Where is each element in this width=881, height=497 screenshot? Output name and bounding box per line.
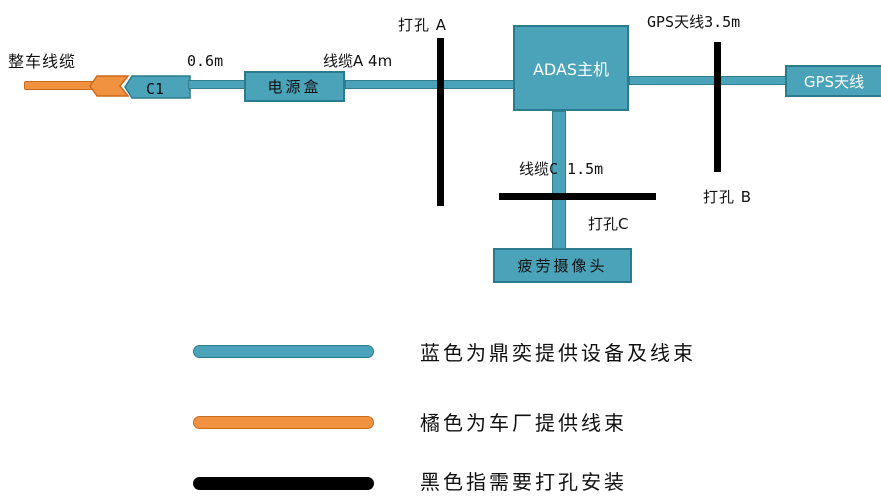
vehicle-harness-connector — [89, 75, 130, 97]
adas-host: ADAS主机 — [513, 25, 629, 111]
cable-a — [345, 80, 515, 89]
legend-swatch-blue — [193, 345, 374, 358]
power-box: 电源盒 — [244, 71, 345, 102]
cable-0-6m-label: 0.6m — [187, 52, 224, 70]
cable-c — [552, 111, 566, 249]
legend-text-black: 黑色指需要打孔安装 — [420, 470, 627, 494]
gps-antenna-cable-label: GPS天线3.5m — [647, 13, 741, 31]
drill-b-label: 打孔 B — [703, 188, 753, 206]
legend-text-orange: 橘色为车厂提供线束 — [420, 411, 627, 435]
drill-c-label: 打孔C — [588, 215, 629, 233]
power-box-label: 电源盒 — [267, 78, 322, 96]
c1-connector — [124, 75, 191, 99]
fatigue-camera: 疲劳摄像头 — [493, 248, 632, 283]
vehicle-harness-wire — [24, 81, 96, 90]
adas-host-label: ADAS主机 — [532, 60, 610, 79]
cable-c-label: 线缆C 1.5m — [519, 160, 604, 178]
drill-a-line — [437, 38, 444, 206]
legend-text-blue: 蓝色为鼎奕提供设备及线束 — [420, 341, 696, 365]
drill-a-label: 打孔 A — [398, 16, 448, 34]
gps-antenna-label: GPS天线 — [803, 72, 865, 91]
drill-c-line — [499, 193, 656, 200]
gps-antenna-cable — [629, 76, 787, 85]
cable-0-6m — [188, 80, 248, 89]
cable-a-label: 线缆A 4m — [323, 52, 393, 70]
fatigue-camera-label: 疲劳摄像头 — [517, 257, 608, 275]
legend-swatch-black — [193, 477, 374, 490]
c1-connector-label: C1 — [146, 80, 165, 98]
drill-b-line — [714, 42, 721, 172]
vehicle-harness-label: 整车线缆 — [8, 52, 77, 71]
gps-antenna: GPS天线 — [785, 65, 881, 97]
legend-swatch-orange — [193, 416, 374, 429]
